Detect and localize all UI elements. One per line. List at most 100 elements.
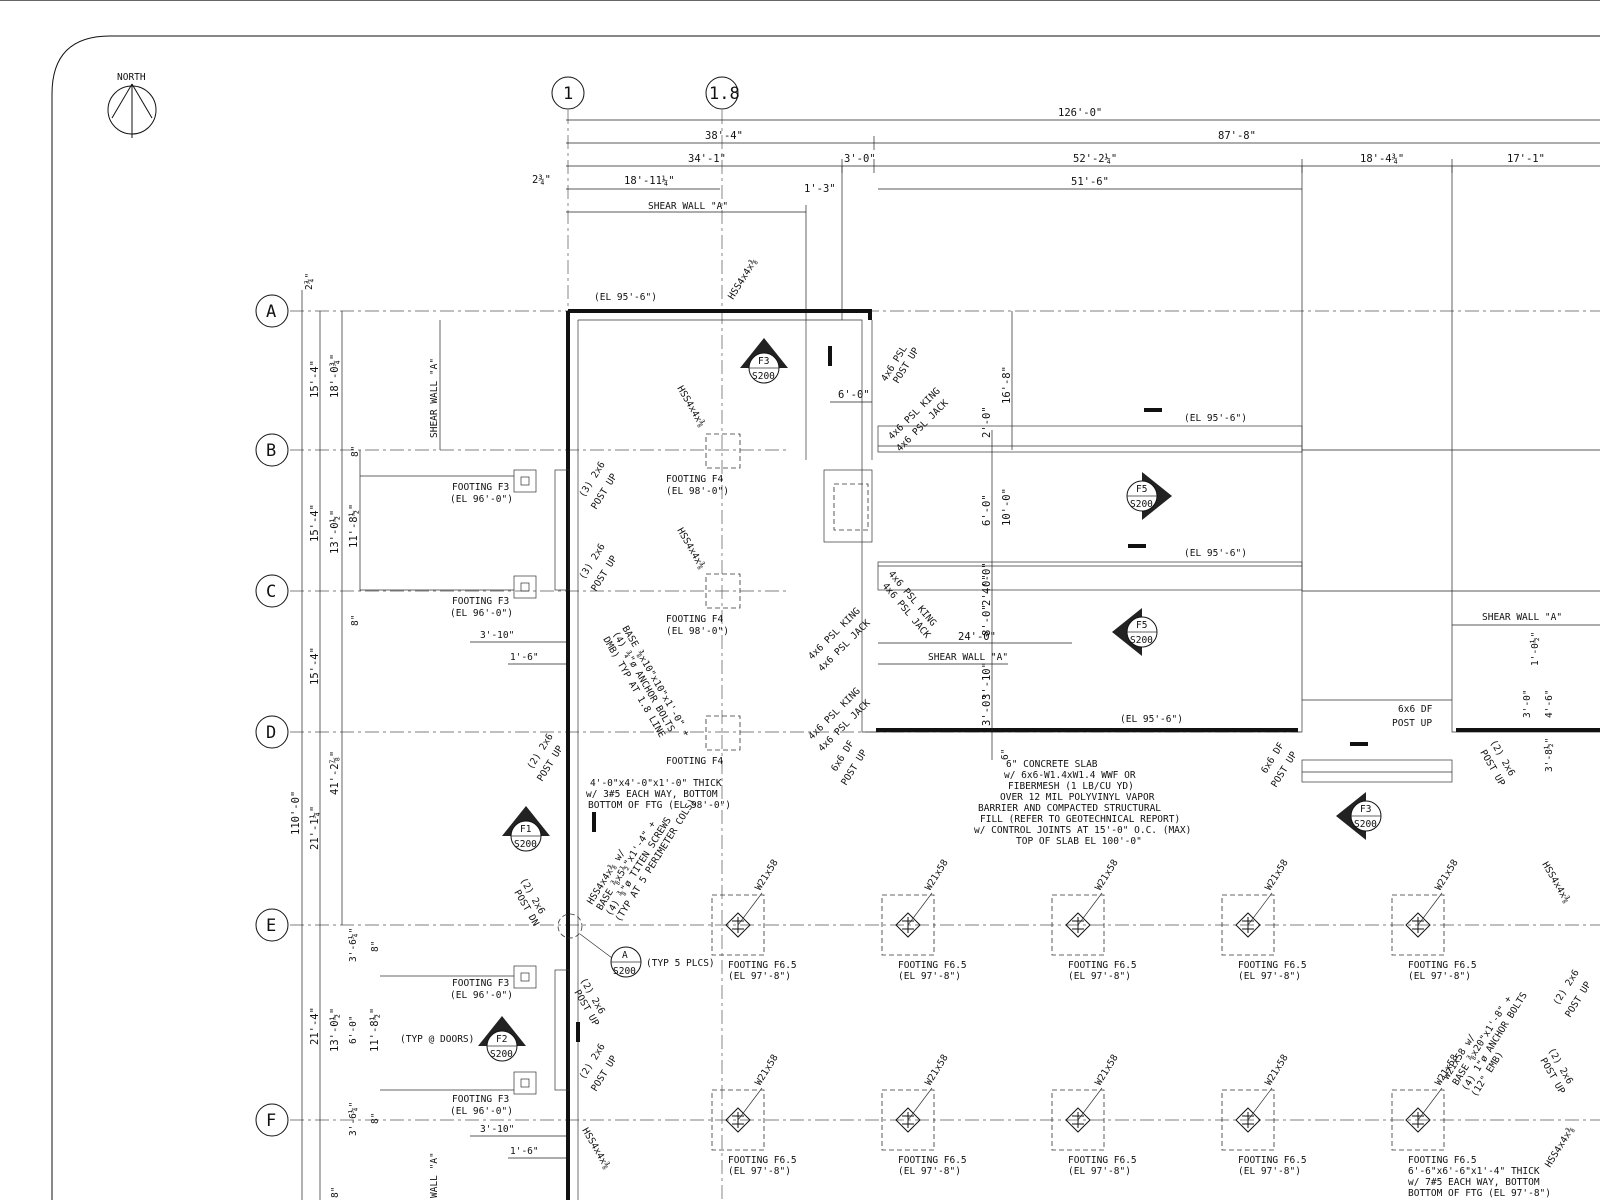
svg-text:21'-1¼": 21'-1¼" — [309, 806, 321, 850]
svg-text:2'-0": 2'-0" — [981, 406, 993, 438]
footing-label: FOOTING F6.5 — [1408, 1155, 1477, 1166]
footing-elevation: (EL 97'-8") — [1238, 971, 1301, 982]
svg-text:41'-2⅞": 41'-2⅞" — [329, 751, 341, 795]
beam-label: W21x58 — [923, 857, 951, 892]
svg-text:15'-4": 15'-4" — [309, 647, 321, 685]
beam-label: W21x58 — [753, 1052, 781, 1087]
svg-text:52'-2¼": 52'-2¼" — [1073, 153, 1117, 165]
svg-text:16'-8": 16'-8" — [1001, 366, 1013, 404]
svg-text:SHEAR WALL "A": SHEAR WALL "A" — [429, 358, 440, 438]
svg-text:1'-0½": 1'-0½" — [1530, 632, 1541, 666]
hss-label: HSS4x4x⅜ — [1539, 860, 1572, 905]
building-walls — [554, 309, 1600, 1200]
detail-callout-a: A S200 (TYP 5 PLCS) — [557, 913, 715, 978]
footing-note: BOTTOM OF FTG (EL 97'-8") — [1408, 1188, 1551, 1199]
section-sheet: S200 — [1354, 819, 1377, 830]
w21-column-note: W21x58 w/ BASE ⅜x20"x1'-8" + (4) 1"ø ANC… — [1441, 990, 1530, 1099]
footing-label: FOOTING F6.5 — [1068, 1155, 1137, 1166]
svg-text:FOOTING F3: FOOTING F3 — [452, 482, 509, 493]
svg-text:(TYP 5 PLCS): (TYP 5 PLCS) — [646, 958, 715, 969]
svg-text:2¾": 2¾" — [304, 273, 315, 290]
svg-text:8'-0": 8'-0" — [981, 604, 993, 636]
footing-elevation: (EL 97'-8") — [1068, 971, 1131, 982]
svg-text:(EL 98'-0"): (EL 98'-0") — [666, 626, 729, 637]
footing-label: FOOTING F6.5 — [1238, 960, 1307, 971]
footing-label: FOOTING F6.5 — [1068, 960, 1137, 971]
section-id: F5 — [1136, 620, 1147, 631]
beam-label: W21x58 — [1093, 1052, 1121, 1087]
section-sheet: S200 — [752, 371, 775, 382]
footing-elevation: (EL 97'-8") — [898, 1166, 961, 1177]
svg-text:3'-6¼": 3'-6¼" — [348, 928, 359, 962]
grid-bubble-1-8 — [705, 76, 739, 110]
base-plate-note: BASE ⅜x10"x10"x1'-0" + (4) ¾"ø ANCHOR BO… — [600, 624, 692, 740]
row-gridlines: A B C D E F — [255, 294, 1600, 1137]
svg-text:FOOTING F3: FOOTING F3 — [452, 1094, 509, 1105]
svg-text:126'-0": 126'-0" — [1058, 107, 1102, 119]
elevation-label: (EL 95'-6") — [1184, 413, 1247, 424]
elevation-label: (EL 95'-6") — [1120, 714, 1183, 725]
svg-text:2'-0": 2'-0" — [981, 574, 993, 606]
svg-text:FOOTING F4: FOOTING F4 — [666, 474, 723, 485]
beam-label: W21x58 — [753, 857, 781, 892]
hss-label: HSS4x4x⅜ — [579, 1126, 612, 1171]
svg-text:110'-0": 110'-0" — [290, 791, 302, 835]
section-sheet: S200 — [1130, 499, 1153, 510]
svg-text:S200: S200 — [613, 966, 636, 977]
svg-text:34'-1": 34'-1" — [688, 153, 726, 165]
hss-label: HSS4x4x⅜ — [674, 526, 707, 571]
svg-text:BARRIER AND COMPACTED STRUCTUR: BARRIER AND COMPACTED STRUCTURAL — [978, 803, 1161, 814]
svg-text:8": 8" — [350, 615, 361, 626]
svg-text:3'-0": 3'-0" — [844, 153, 876, 165]
svg-text:3'-0": 3'-0" — [981, 694, 993, 726]
svg-text:FOOTING F4: FOOTING F4 — [666, 756, 723, 767]
grid-label-1: 1 — [563, 84, 573, 104]
svg-text:38'-4": 38'-4" — [705, 130, 743, 142]
svg-text:51'-6": 51'-6" — [1071, 176, 1109, 188]
elevation-label: (EL 95'-6") — [1184, 548, 1247, 559]
beam-label: W21x58 — [923, 1052, 951, 1087]
svg-text:3'-6¼": 3'-6¼" — [348, 1102, 359, 1136]
footing-label: FOOTING F6.5 — [728, 960, 797, 971]
svg-text:18'-0¾": 18'-0¾" — [329, 354, 341, 398]
north-label: NORTH — [117, 72, 146, 83]
hss-label: HSS4x4x⅜ — [674, 384, 707, 429]
footing-elevation: (EL 97'-8") — [1068, 1166, 1131, 1177]
svg-text:6'-0": 6'-0" — [348, 1015, 359, 1044]
svg-text:18'-11¼": 18'-11¼" — [624, 175, 675, 187]
svg-text:3'-10": 3'-10" — [480, 630, 514, 641]
grid-label-1-8: 1.8 — [709, 84, 740, 104]
footing-label: FOOTING F6.5 — [1238, 1155, 1307, 1166]
north-arrow-icon: NORTH — [107, 72, 157, 138]
footing-elevation: (EL 97'-8") — [728, 1166, 791, 1177]
hss-label: HSS4x4x⅜ — [726, 257, 760, 302]
top-dimensions: 126'-0" 38'-4" 87'-8" 34'-1" 3'-0" 52'-2… — [532, 107, 1600, 700]
svg-text:24'-0": 24'-0" — [958, 631, 996, 643]
svg-text:17'-1": 17'-1" — [1507, 153, 1545, 165]
footing-f3-group: FOOTING F3 (EL 96'-0") FOOTING F3 (EL 96… — [360, 469, 537, 1117]
svg-text:13'-0½": 13'-0½" — [329, 510, 341, 554]
svg-text:w/ 3#5 EACH WAY, BOTTOM: w/ 3#5 EACH WAY, BOTTOM — [586, 789, 718, 800]
footing-note: w/ 7#5 EACH WAY, BOTTOM — [1408, 1177, 1540, 1188]
svg-text:TOP OF SLAB EL 100'-0": TOP OF SLAB EL 100'-0" — [1016, 836, 1142, 847]
svg-text:6'-0": 6'-0" — [981, 494, 993, 526]
left-dimensions: 2¾" 15'-4" 18'-0¾" SHEAR WALL "A" 8" 15'… — [290, 273, 566, 1200]
svg-text:FOOTING F4: FOOTING F4 — [666, 614, 723, 625]
section-id: F2 — [496, 1034, 507, 1045]
grid-bubble-1 — [551, 76, 585, 110]
footing-elevation: (EL 97'-8") — [1408, 971, 1471, 982]
footing-elevation: (EL 97'-8") — [728, 971, 791, 982]
svg-text:SHEAR WALL "A": SHEAR WALL "A" — [1482, 612, 1562, 623]
svg-text:87'-8": 87'-8" — [1218, 130, 1256, 142]
